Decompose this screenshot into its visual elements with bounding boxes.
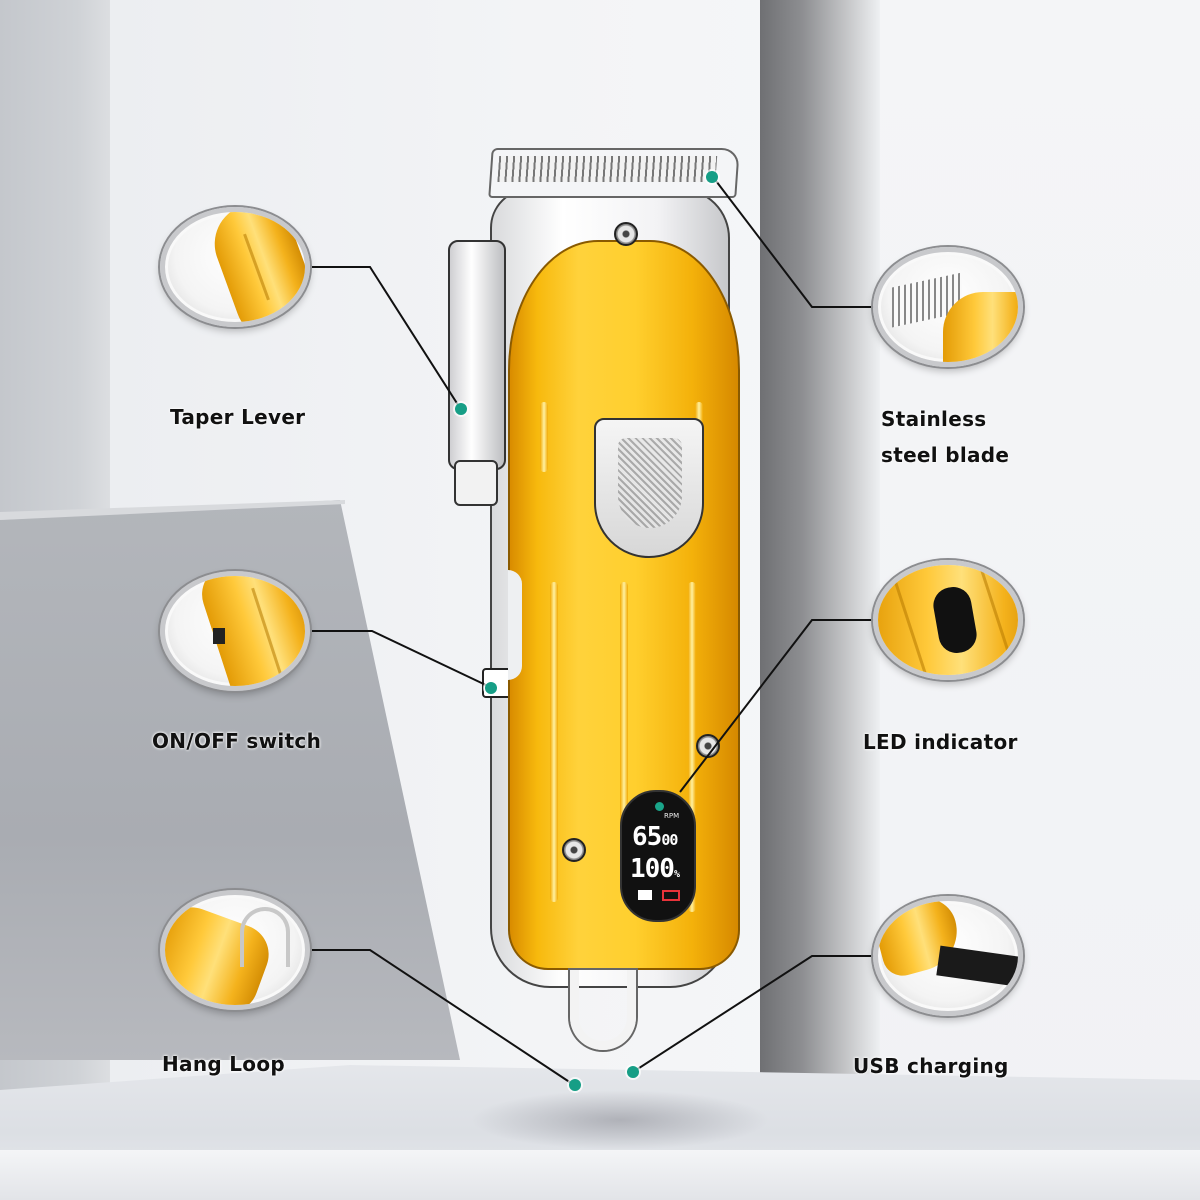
usb-marker	[627, 1066, 639, 1078]
hang-loop-label: Hang Loop	[162, 1052, 285, 1076]
blade-marker	[706, 171, 718, 183]
hang-loop	[570, 970, 636, 1050]
emblem-badge	[594, 418, 704, 558]
stainless-blade-label-line1: Stainless	[881, 407, 987, 431]
usb-charging-label: USB charging	[853, 1054, 1009, 1078]
blade-teeth	[497, 156, 718, 182]
housing-waist	[508, 570, 522, 680]
usb-port-detail-icon	[936, 945, 1018, 987]
screw-icon	[562, 838, 586, 862]
charge-plug-icon	[638, 890, 652, 900]
hair-clipper: RPM 6500 100%	[430, 140, 770, 1050]
usb-zoom-lens	[873, 896, 1023, 1016]
battery-value: 100	[630, 854, 675, 884]
rpm-suffix: 00	[661, 831, 678, 849]
taper-lever-label: Taper Lever	[170, 405, 306, 429]
on-off-switch-label: ON/OFF switch	[152, 729, 322, 753]
housing-rib	[540, 402, 548, 472]
rpm-unit: RPM	[664, 812, 680, 820]
taper-lever-knob	[454, 460, 498, 506]
barber-emblem-icon	[618, 438, 682, 528]
battery-icon	[662, 890, 680, 901]
led-indicator-label: LED indicator	[863, 730, 1018, 754]
hang-loop-zoom-lens	[160, 890, 310, 1010]
on-off-marker	[485, 682, 497, 694]
stainless-blade-label-line2: steel blade	[881, 443, 1010, 467]
hang-loop-marker	[569, 1079, 581, 1091]
lens-gold-detail	[943, 292, 1018, 362]
clipper-shadow	[470, 1090, 770, 1150]
battery-readout: 100%	[630, 854, 680, 884]
rpm-value: 65	[632, 822, 662, 852]
switch-detail-icon	[213, 628, 225, 644]
led-zoom-lens	[873, 560, 1023, 680]
led-status-dot	[655, 802, 664, 811]
housing-rib	[550, 582, 558, 902]
clipper-blade	[488, 148, 740, 198]
rpm-readout: 6500	[632, 822, 678, 852]
screw-icon	[696, 734, 720, 758]
screw-icon	[614, 222, 638, 246]
background-floor-edge	[0, 1150, 1200, 1200]
housing-rib	[620, 582, 628, 882]
stainless-blade-label: Stainless steel blade	[881, 401, 1009, 473]
loop-detail-icon	[240, 907, 290, 967]
battery-unit: %	[673, 869, 680, 880]
taper-lever-arm	[448, 240, 506, 470]
taper-lever-marker	[455, 403, 467, 415]
blade-zoom-lens	[873, 247, 1023, 367]
background-shadow	[760, 0, 880, 1200]
on-off-zoom-lens	[160, 571, 310, 691]
taper-lever-zoom-lens	[160, 207, 310, 327]
led-display: RPM 6500 100%	[620, 790, 696, 922]
